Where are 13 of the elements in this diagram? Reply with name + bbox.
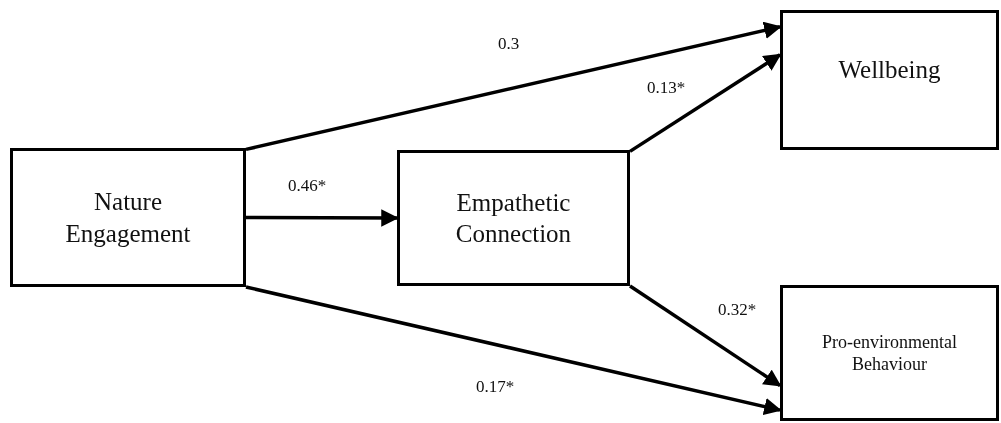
node-label: Wellbeing [838, 55, 941, 86]
arrow [629, 284, 782, 388]
arrow [245, 21, 782, 152]
node-label: Pro-environmental Behaviour [821, 330, 958, 376]
node-label: Empathetic Connection [454, 187, 573, 249]
variable-box [10, 148, 246, 287]
arrow [629, 53, 782, 153]
variable-box [397, 150, 630, 286]
arrow [246, 209, 399, 227]
variable-box [780, 285, 999, 421]
node-label: Nature Engagement [64, 187, 192, 249]
arrow [245, 285, 782, 416]
variable-box [780, 10, 999, 150]
